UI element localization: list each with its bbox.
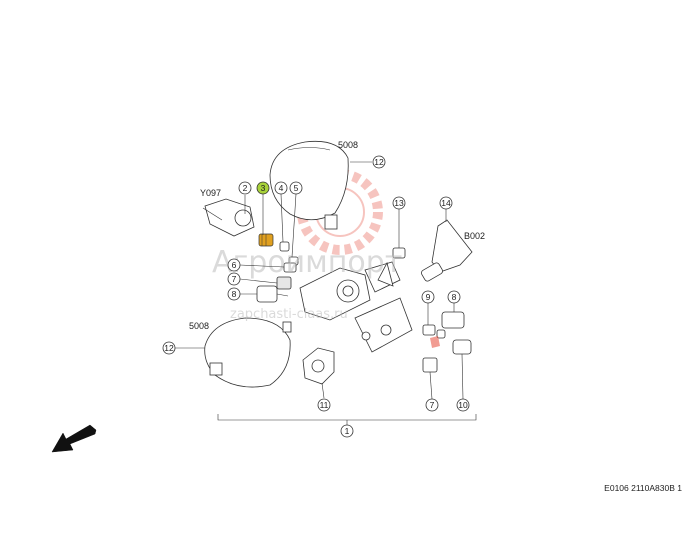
svg-text:7: 7: [232, 274, 237, 284]
watermark-brand: Агроимпорт: [212, 245, 402, 280]
callout-2[interactable]: 2: [238, 181, 252, 195]
svg-text:10: 10: [458, 400, 468, 410]
callout-12-left[interactable]: 12: [162, 341, 176, 355]
callout-8-left[interactable]: 8: [227, 287, 241, 301]
fittings-right[interactable]: [422, 311, 472, 373]
label-accumulator-top: 5008: [338, 140, 358, 150]
callout-3[interactable]: 3: [256, 181, 270, 195]
callout-9[interactable]: 9: [421, 290, 435, 304]
sensor-y097[interactable]: [204, 198, 255, 237]
svg-text:11: 11: [320, 400, 329, 410]
leader-lines: [175, 161, 464, 400]
elbow-fitting-11[interactable]: [302, 347, 335, 385]
assembly-bracket: [217, 414, 477, 421]
svg-text:14: 14: [441, 198, 451, 208]
svg-text:6: 6: [232, 260, 237, 270]
svg-text:4: 4: [279, 183, 284, 193]
accumulator-upper[interactable]: [269, 140, 349, 230]
svg-text:12: 12: [374, 157, 384, 167]
svg-text:8: 8: [452, 292, 457, 302]
valve-block[interactable]: [299, 261, 413, 353]
label-sensor-y097: Y097: [200, 188, 221, 198]
watermark-site: zapchasti-claas.ru: [230, 307, 348, 322]
callout-7-left[interactable]: 7: [227, 272, 241, 286]
label-sensor-b002: B002: [464, 231, 485, 241]
callout-14[interactable]: 14: [439, 196, 453, 210]
svg-text:2: 2: [243, 183, 248, 193]
callout-12-top[interactable]: 12: [372, 155, 386, 169]
callout-5[interactable]: 5: [289, 181, 303, 195]
svg-text:7: 7: [430, 400, 435, 410]
part-3-highlighted[interactable]: [258, 233, 274, 247]
callout-8-right[interactable]: 8: [447, 290, 461, 304]
svg-text:9: 9: [426, 292, 431, 302]
svg-text:8: 8: [232, 289, 237, 299]
callout-13[interactable]: 13: [392, 196, 406, 210]
callout-4[interactable]: 4: [274, 181, 288, 195]
callout-1[interactable]: 1: [340, 424, 354, 438]
fittings-left[interactable]: [256, 241, 299, 303]
svg-text:5: 5: [294, 183, 299, 193]
diagram-code: E0106 2110A830B 1: [604, 483, 682, 493]
callout-6[interactable]: 6: [227, 258, 241, 272]
svg-text:13: 13: [394, 198, 404, 208]
svg-text:3: 3: [261, 183, 266, 193]
label-accumulator-left: 5008: [189, 321, 209, 331]
svg-text:12: 12: [164, 343, 174, 353]
direction-arrow-icon: [51, 424, 97, 453]
accumulator-lower[interactable]: [204, 317, 292, 388]
callout-7-right[interactable]: 7: [425, 398, 439, 412]
callout-11[interactable]: 11: [317, 398, 331, 412]
callout-10[interactable]: 10: [456, 398, 470, 412]
sensor-b002[interactable]: [420, 219, 473, 282]
svg-text:1: 1: [345, 426, 350, 436]
